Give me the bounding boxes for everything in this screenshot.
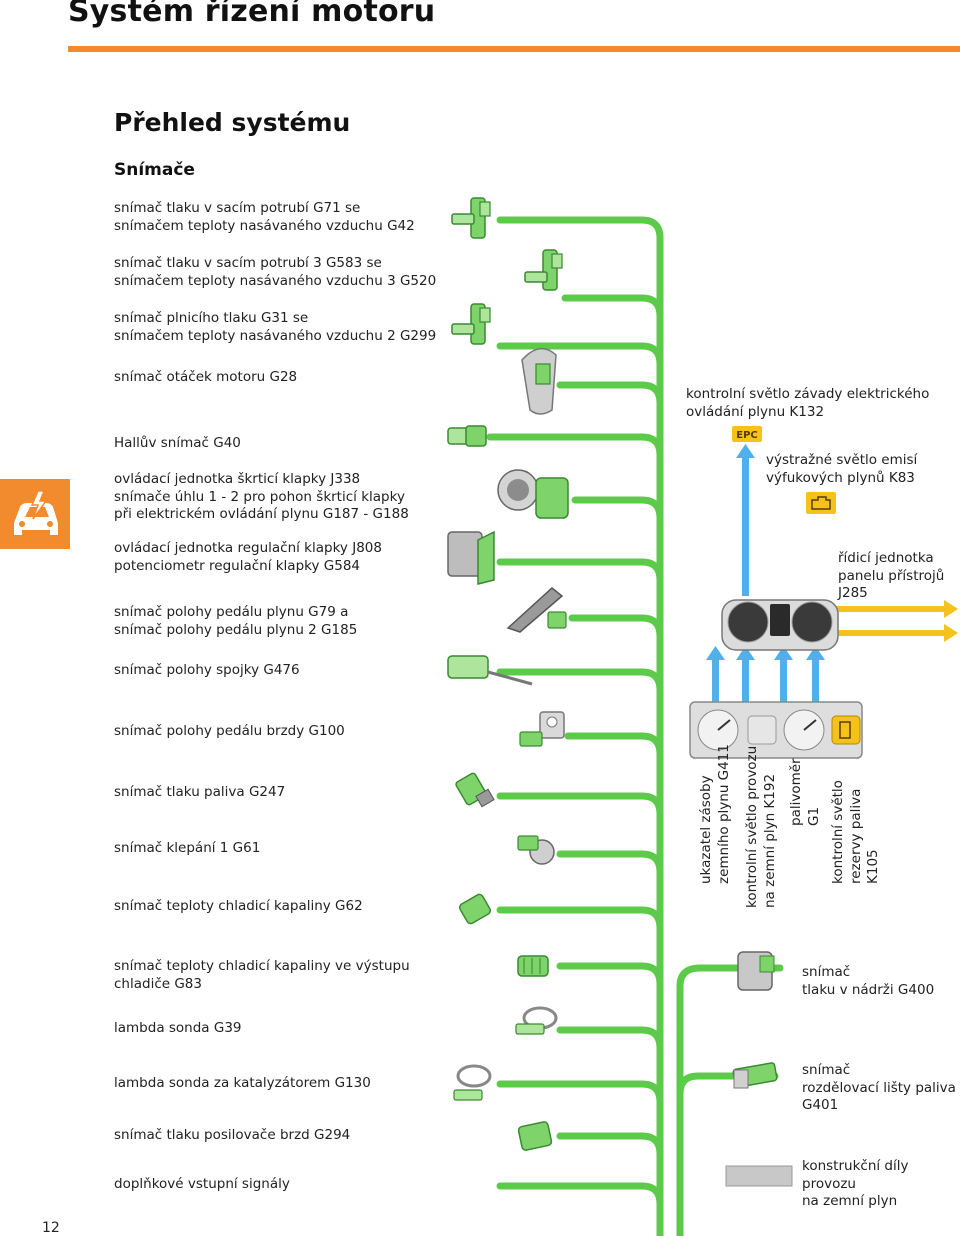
- bus-line-g401: [676, 1072, 779, 1098]
- sensor-g476-icon: [447, 655, 533, 686]
- bus-line-g400: [676, 964, 784, 1236]
- sensor-g247-icon: [455, 772, 495, 808]
- sensor-label-g40: Hallův snímač G40: [114, 435, 241, 451]
- bus-line-g39: [556, 1026, 664, 1052]
- legend-label-gas: konstrukční díly provozu na zemní plyn: [802, 1158, 909, 1209]
- sensor-g61-icon: [517, 835, 555, 865]
- bus-line-g40: [486, 433, 664, 459]
- bus-line-g247: [496, 792, 664, 818]
- sensor-j338-icon: [497, 469, 569, 519]
- sensor-g62-icon: [458, 893, 492, 925]
- sensor-label-additional: doplňkové vstupní signály: [114, 1176, 290, 1192]
- title-rule: [68, 46, 960, 52]
- sensor-g71-icon: [451, 197, 491, 239]
- subsection-title: Snímače: [114, 160, 195, 180]
- bus-line-g71: [496, 216, 664, 1236]
- label-k132: kontrolní světlo závady elektrického ovl…: [686, 386, 930, 420]
- sensor-g39-icon: [515, 1006, 558, 1035]
- sensor-label-j338: ovládací jednotka škrticí klapky J338 sn…: [114, 471, 409, 522]
- epc-warning-icon: [732, 426, 762, 442]
- sensor-label-g247: snímač tlaku paliva G247: [114, 784, 286, 800]
- bus-line-g476: [496, 668, 664, 694]
- sensor-label-g476: snímač polohy spojky G476: [114, 662, 300, 678]
- label-g401: snímač rozdělovací lišty paliva G401: [802, 1062, 956, 1113]
- sensor-label-g79: snímač polohy pedálu plynu G79 a snímač …: [114, 604, 358, 638]
- sensor-g40-icon: [447, 425, 487, 447]
- sensor-g83-icon: [517, 955, 549, 977]
- bus-line-g100: [564, 732, 664, 758]
- sensor-g400-icon: [737, 951, 775, 991]
- sensor-label-g62: snímač teploty chladicí kapaliny G62: [114, 898, 363, 914]
- fuel-pump-icon: [831, 715, 861, 745]
- bus-line-g62: [496, 906, 664, 932]
- sensor-label-g61: snímač klepání 1 G61: [114, 840, 261, 856]
- sensor-label-g71: snímač tlaku v sacím potrubí G71 se sním…: [114, 200, 415, 234]
- bus-line-g130: [496, 1080, 664, 1106]
- page-number: 12: [42, 1220, 60, 1236]
- sensor-label-g31: snímač plnicího tlaku G31 se snímačem te…: [114, 310, 437, 344]
- bus-line-g79: [568, 614, 664, 640]
- sensor-g583-icon: [524, 249, 563, 291]
- label-k192: kontrolní světlo provozu na zemní plyn K…: [744, 745, 778, 908]
- section-title: Přehled systému: [114, 108, 351, 137]
- car-lightning-icon: [0, 479, 70, 549]
- sensor-g79-icon: [506, 587, 567, 633]
- sensor-label-g83: snímač teploty chladicí kapaliny ve výst…: [114, 958, 410, 992]
- signal-bus: [486, 216, 784, 1236]
- bus-line-g83: [556, 962, 664, 988]
- label-k83: výstražné světlo emisí výfukových plynů …: [766, 452, 918, 486]
- sensor-label-g130: lambda sonda za katalyzátorem G130: [114, 1075, 371, 1091]
- sensor-label-g100: snímač polohy pedálu brzdy G100: [114, 723, 345, 739]
- sensor-g31-icon: [451, 303, 491, 345]
- bus-line-j338: [571, 496, 664, 522]
- bus-line-j808: [496, 558, 664, 584]
- legend-swatch-gas: [725, 1165, 793, 1187]
- sensor-j808-icon: [447, 530, 495, 585]
- page-title: Systém řízení motoru: [68, 0, 436, 29]
- sensor-g130-icon: [453, 1064, 492, 1101]
- sensor-label-g28: snímač otáček motoru G28: [114, 369, 298, 385]
- bus-line-g61: [556, 850, 664, 876]
- signal-arrows-yellow: [832, 600, 958, 642]
- bus-line-g28: [556, 381, 664, 407]
- signal-arrows-blue: [706, 444, 825, 704]
- label-j285: řídicí jednotka panelu přístrojů J285: [838, 550, 945, 601]
- sensor-label-g583: snímač tlaku v sacím potrubí 3 G583 se s…: [114, 255, 437, 289]
- gauge-panel: [689, 701, 863, 759]
- label-g1: palivoměr G1: [788, 758, 822, 826]
- sensor-g401-icon: [732, 1062, 778, 1089]
- epc-badge-label: EPC: [736, 430, 758, 441]
- sensor-g294-icon: [517, 1121, 553, 1151]
- sensor-g28-icon: [521, 347, 557, 415]
- sensor-g100-icon: [519, 711, 565, 747]
- sensor-label-j808: ovládací jednotka regulační klapky J808 …: [114, 540, 382, 574]
- engine-warning-icon: [806, 492, 836, 514]
- bus-line-g294: [556, 1132, 664, 1158]
- label-g411: ukazatel zásoby zemního plynu G411: [698, 744, 732, 884]
- sensor-label-g294: snímač tlaku posilovače brzd G294: [114, 1127, 351, 1143]
- bus-line-g583: [561, 294, 664, 320]
- bus-line-additional: [496, 1182, 664, 1208]
- instrument-cluster: [721, 599, 839, 651]
- sensor-label-g39: lambda sonda G39: [114, 1020, 242, 1036]
- label-k105: kontrolní světlo rezervy paliva K105: [830, 780, 881, 884]
- bus-line-g31: [496, 342, 664, 368]
- label-g400: snímač tlaku v nádrži G400: [802, 964, 935, 998]
